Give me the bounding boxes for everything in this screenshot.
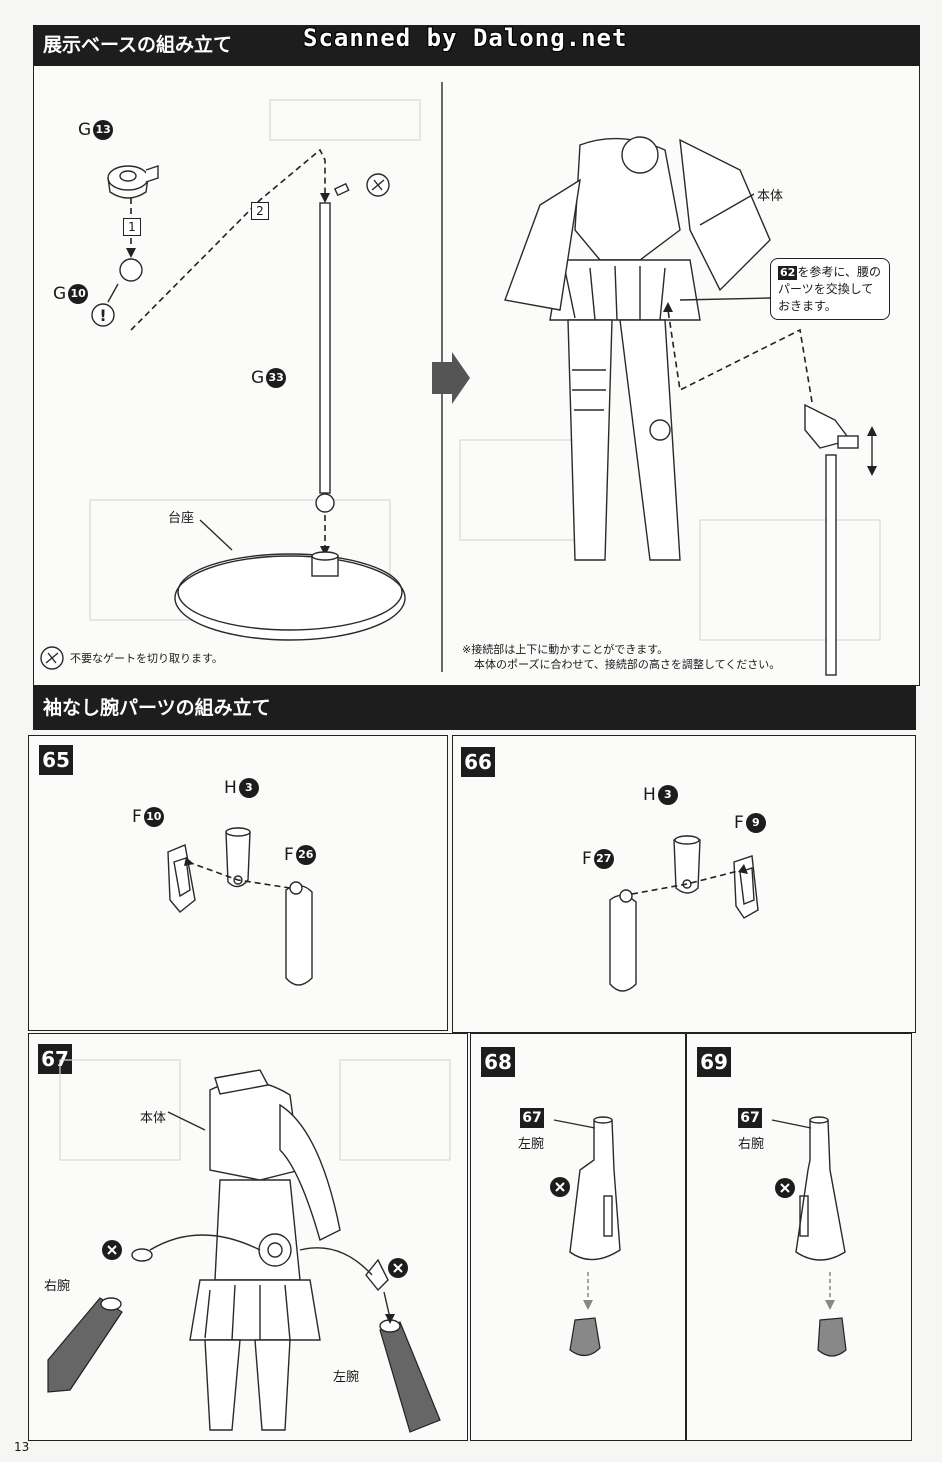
step-number: 65: [39, 745, 73, 775]
part-label-f10: F 10: [132, 807, 164, 827]
step-ref-67: 67: [520, 1108, 544, 1128]
step-number: 69: [697, 1047, 731, 1077]
part-number: 3: [657, 785, 678, 805]
part-number: 10: [68, 284, 89, 304]
part-number: 33: [266, 368, 287, 388]
part-number: 3: [238, 778, 259, 798]
body-label: 本体: [140, 1111, 167, 1126]
callout-text: を参考に、腰のパーツを交換しておきます。: [778, 265, 881, 313]
section-header-display-base: 展示ベースの組み立て: [33, 25, 920, 67]
gate-note: 不要なゲートを切り取ります。: [70, 652, 223, 665]
step-number: 66: [461, 747, 495, 777]
part-number: 10: [143, 807, 164, 827]
part-letter: G: [251, 368, 265, 388]
part-number: 27: [593, 849, 614, 869]
height-note-2: 本体のポーズに合わせて、接続部の高さを調整してください。: [474, 658, 781, 671]
part-number: 9: [745, 813, 766, 833]
section-header-sleeveless-arms: 袖なし腕パーツの組み立て: [33, 686, 916, 730]
part-label-g10: G 10: [53, 284, 89, 304]
part-label-g33: G 33: [251, 368, 287, 388]
step-number: 68: [481, 1047, 515, 1077]
part-label-g13: G 13: [78, 120, 114, 140]
step-label-2: 2: [251, 202, 269, 220]
svg-text:!: !: [99, 306, 106, 325]
part-letter: F: [284, 845, 294, 865]
step-ref-67: 67: [738, 1108, 762, 1128]
page-number: 13: [14, 1440, 30, 1454]
left-arm-label: 左腕: [333, 1370, 360, 1385]
height-note-1: ※接続部は上下に動かすことができます。: [462, 643, 669, 656]
part-label-h3: H 3: [643, 785, 678, 805]
part-label-h3: H 3: [224, 778, 259, 798]
part-letter: F: [582, 849, 592, 869]
part-letter: F: [132, 807, 142, 827]
step-label-1: 1: [123, 218, 141, 236]
body-label: 本体: [757, 189, 784, 204]
part-letter: H: [643, 785, 656, 805]
step-number: 67: [38, 1044, 72, 1074]
part-label-f9: F 9: [734, 813, 766, 833]
part-number: 26: [295, 845, 316, 865]
part-letter: G: [53, 284, 67, 304]
part-number: 13: [93, 120, 114, 140]
right-arm-label: 右腕: [738, 1137, 765, 1152]
section-title: 袖なし腕パーツの組み立て: [43, 697, 271, 719]
base-label: 台座: [168, 511, 195, 526]
right-arm-label: 右腕: [44, 1279, 71, 1294]
callout-ref: 62: [778, 266, 798, 280]
part-letter: H: [224, 778, 237, 798]
part-letter: F: [734, 813, 744, 833]
part-label-f26: F 26: [284, 845, 316, 865]
watermark: Scanned by Dalong.net: [303, 24, 628, 52]
section-title: 展示ベースの組み立て: [43, 34, 233, 56]
left-arm-label: 左腕: [518, 1137, 545, 1152]
part-letter: G: [78, 120, 92, 140]
part-label-f27: F 27: [582, 849, 614, 869]
